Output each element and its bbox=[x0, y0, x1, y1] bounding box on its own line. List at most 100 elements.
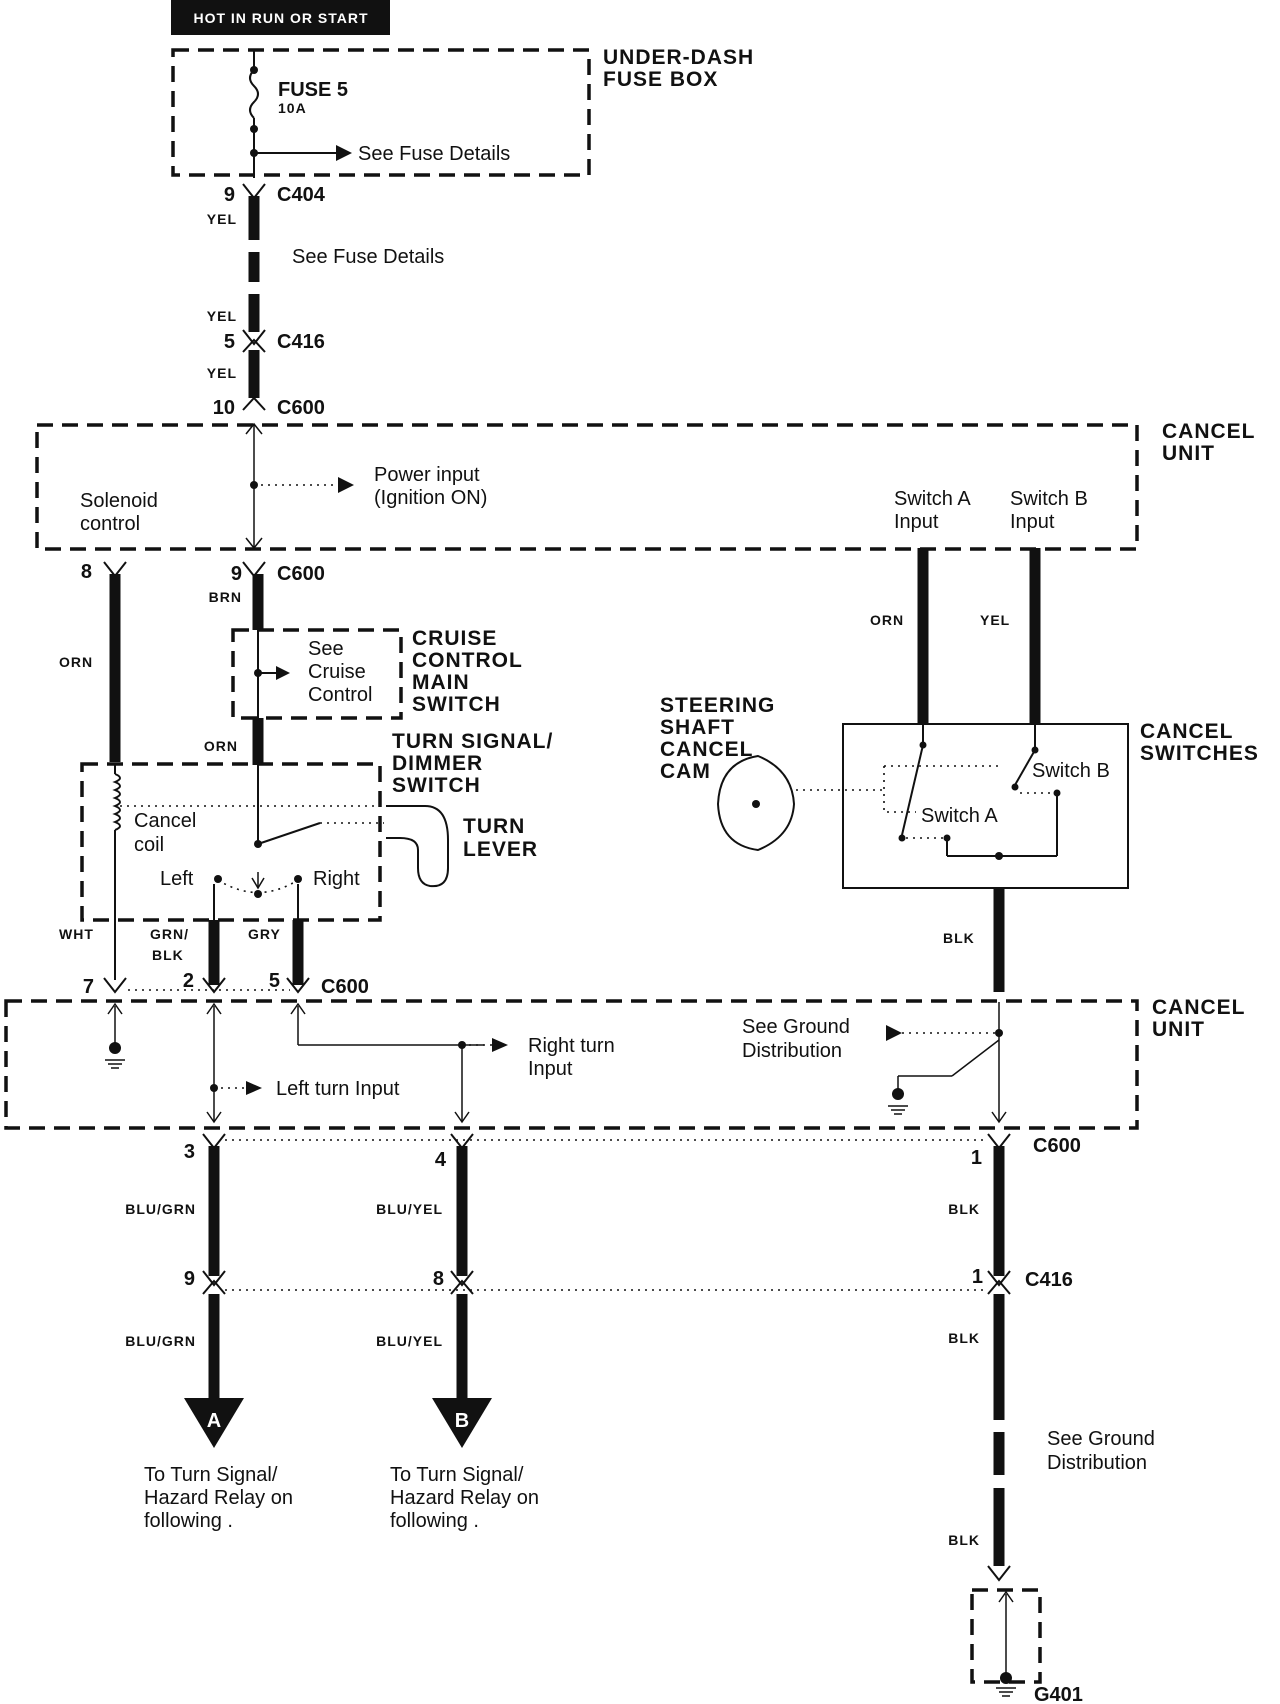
turn-signal-title-3: SWITCH bbox=[392, 774, 481, 797]
to-relay-a-2: Hazard Relay on bbox=[144, 1487, 293, 1509]
steering-cam-4: CAM bbox=[660, 760, 711, 783]
cancel-unit-top-title-2: UNIT bbox=[1162, 442, 1215, 465]
cancel-unit-top-title-1: CANCEL bbox=[1162, 420, 1256, 443]
steering-cam-3: CANCEL bbox=[660, 738, 754, 761]
switch-a-label: Switch A bbox=[921, 805, 998, 827]
cruise-title-1: CRUISE bbox=[412, 627, 497, 650]
wire-label-wht: WHT bbox=[59, 926, 94, 942]
connector-c416-top: C416 bbox=[277, 331, 325, 353]
wire-label-blk-3: BLK bbox=[948, 1532, 980, 1548]
fuse-details-text: See Fuse Details bbox=[358, 143, 510, 165]
wire-label-blk-2: BLK bbox=[948, 1330, 980, 1346]
cancel-coil-2: coil bbox=[134, 834, 164, 856]
to-relay-b-3: following . bbox=[390, 1510, 479, 1532]
wire-label-yel-3: YEL bbox=[207, 365, 237, 381]
connector-c404: C404 bbox=[277, 184, 326, 206]
solenoid-control-2: control bbox=[80, 513, 140, 535]
switch-a-input-1: Switch A bbox=[894, 488, 971, 510]
cancel-unit-bottom-box bbox=[4, 999, 1139, 1130]
wire-label-orn-left: ORN bbox=[59, 654, 93, 670]
pin-c416-1: 1 bbox=[972, 1266, 983, 1288]
wire-label-yel-1: YEL bbox=[207, 211, 237, 227]
pin-c600-9: 9 bbox=[231, 563, 242, 585]
see-cruise-1: See bbox=[308, 638, 344, 660]
fuse-rating: 10A bbox=[278, 100, 307, 116]
arrow-b bbox=[432, 1398, 492, 1448]
cruise-arrow bbox=[276, 666, 290, 680]
pin-c600-4: 4 bbox=[435, 1149, 447, 1171]
cancel-unit-top-box bbox=[35, 423, 1139, 551]
turn-lever-symbol bbox=[386, 805, 449, 888]
wire-label-brn: BRN bbox=[209, 589, 242, 605]
turn-signal-title-1: TURN SIGNAL/ bbox=[392, 730, 553, 753]
connector-c600-top: C600 bbox=[277, 397, 325, 419]
ground-dist-unit-2: Distribution bbox=[742, 1040, 842, 1062]
pin-c416-8: 8 bbox=[433, 1268, 444, 1290]
see-cruise-3: Control bbox=[308, 684, 372, 706]
steering-cam-2: SHAFT bbox=[660, 716, 735, 739]
cruise-title-4: SWITCH bbox=[412, 693, 501, 716]
cancel-switches-box bbox=[842, 723, 1129, 889]
pin-c600-5: 5 bbox=[269, 970, 280, 992]
arrow-a bbox=[184, 1398, 244, 1448]
pin-c600-8: 8 bbox=[81, 561, 92, 583]
pin-c600-3: 3 bbox=[184, 1141, 195, 1163]
cancel-coil-1: Cancel bbox=[134, 810, 196, 832]
to-relay-b-1: To Turn Signal/ bbox=[390, 1464, 524, 1486]
wire-label-blk-1: BLK bbox=[948, 1201, 980, 1217]
wire-label-orn-mid: ORN bbox=[204, 738, 238, 754]
wire-label-orn-switch: ORN bbox=[870, 612, 904, 628]
under-dash-fuse-box bbox=[171, 48, 591, 177]
connector-c600-mid: C600 bbox=[321, 976, 369, 998]
right-turn-input-2: Input bbox=[528, 1058, 573, 1080]
header-tag-bg bbox=[171, 0, 390, 35]
solenoid-control-1: Solenoid bbox=[80, 490, 158, 512]
under-dash-title-1: UNDER-DASH bbox=[603, 46, 754, 69]
ground-dist-bottom-2: Distribution bbox=[1047, 1452, 1147, 1474]
turn-signal-title-2: DIMMER bbox=[392, 752, 483, 775]
arrow-b-label: B bbox=[455, 1410, 469, 1432]
to-relay-a-3: following . bbox=[144, 1510, 233, 1532]
cancel-unit-bottom-title-1: CANCEL bbox=[1152, 996, 1246, 1019]
turn-signal-switch-box bbox=[80, 762, 382, 922]
steering-cam-symbol bbox=[716, 754, 796, 852]
pin-c600-1: 1 bbox=[971, 1147, 982, 1169]
fuse-details-note: See Fuse Details bbox=[292, 246, 444, 268]
to-relay-a-1: To Turn Signal/ bbox=[144, 1464, 278, 1486]
cruise-control-box bbox=[231, 628, 403, 720]
fuse-symbol bbox=[249, 69, 259, 119]
pin-c404: 9 bbox=[224, 184, 235, 206]
power-input-1: Power input bbox=[374, 464, 480, 486]
ground-dist-bottom-1: See Ground bbox=[1047, 1428, 1155, 1450]
turn-lever-2: LEVER bbox=[463, 838, 538, 861]
switch-left-label: Left bbox=[160, 868, 194, 890]
cancel-switches-title-2: SWITCHES bbox=[1140, 742, 1259, 765]
left-turn-input: Left turn Input bbox=[276, 1078, 400, 1100]
wire-label-gry: GRY bbox=[248, 926, 281, 942]
left-turn-arrow bbox=[246, 1081, 262, 1095]
see-cruise-2: Cruise bbox=[308, 661, 366, 683]
steering-cam-1: STEERING bbox=[660, 694, 775, 717]
switch-b-label: Switch B bbox=[1032, 760, 1110, 782]
turn-lever-1: TURN bbox=[463, 815, 525, 838]
cruise-title-2: CONTROL bbox=[412, 649, 523, 672]
right-turn-input-1: Right turn bbox=[528, 1035, 615, 1057]
to-relay-b-2: Hazard Relay on bbox=[390, 1487, 539, 1509]
fuse-details-arrow bbox=[336, 145, 352, 161]
connector-c600-9: C600 bbox=[277, 563, 325, 585]
pin-c416: 5 bbox=[224, 331, 235, 353]
fuse-name: FUSE 5 bbox=[278, 79, 348, 101]
connector-c416-bottom: C416 bbox=[1025, 1269, 1073, 1291]
ground-g401-label: G401 bbox=[1034, 1684, 1083, 1704]
header-tag-text: HOT IN RUN OR START bbox=[193, 10, 368, 26]
wire-label-blu-yel-2: BLU/YEL bbox=[376, 1333, 443, 1349]
switch-right-label: Right bbox=[313, 868, 360, 890]
cancel-switches-title-1: CANCEL bbox=[1140, 720, 1234, 743]
cruise-title-3: MAIN bbox=[412, 671, 470, 694]
switch-b-input-2: Input bbox=[1010, 511, 1055, 533]
ground-dist-arrow bbox=[886, 1025, 902, 1041]
connector-c600-bottom: C600 bbox=[1033, 1135, 1081, 1157]
pin-c600-10: 10 bbox=[213, 397, 235, 419]
wire-label-blk-switches: BLK bbox=[943, 930, 975, 946]
